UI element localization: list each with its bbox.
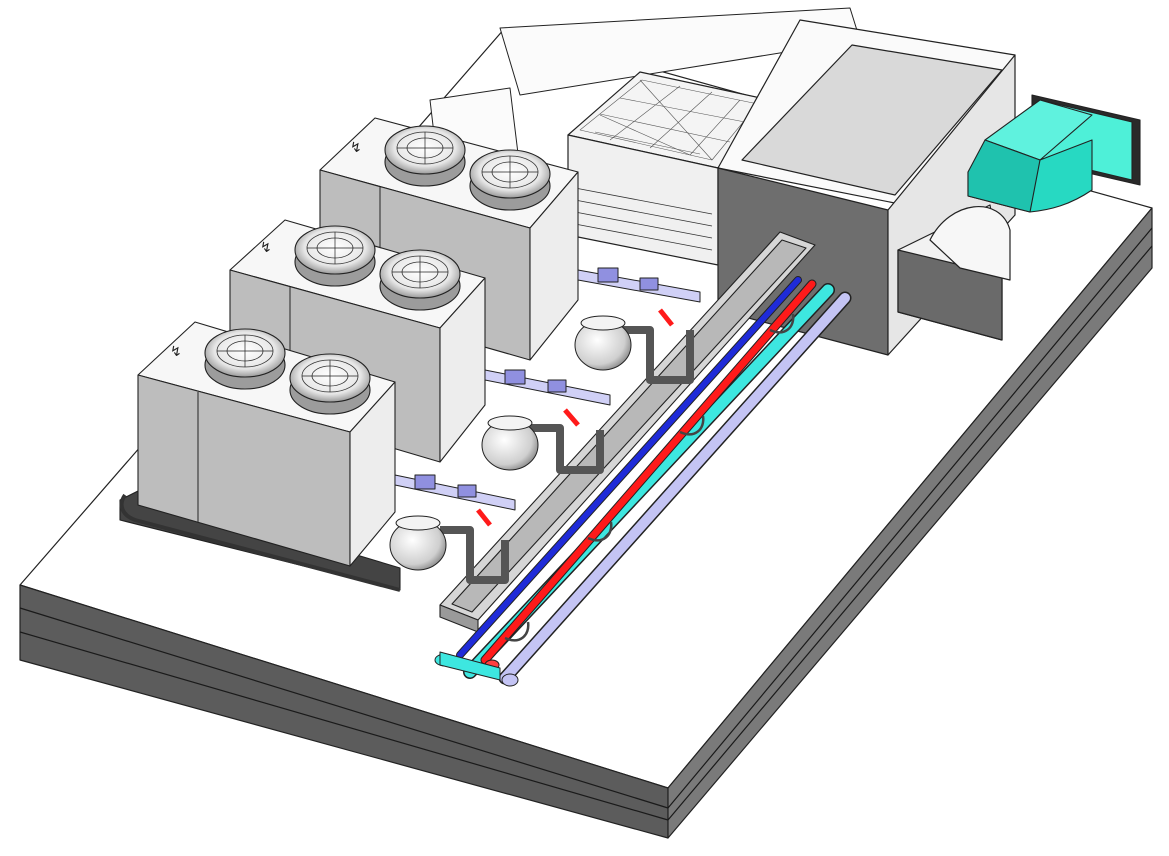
cable-tray-inner	[451, 239, 807, 613]
unit-middle-side	[439, 277, 486, 463]
unit-front-logo: ↯	[170, 344, 182, 360]
unit-middle-fan-1	[294, 225, 376, 287]
ahu-lower-curve	[929, 206, 1011, 281]
unit-back-fan-1	[384, 125, 466, 187]
slab-side-right	[667, 207, 1153, 839]
unit-back-fan-2	[469, 149, 551, 211]
header-pipes	[456, 276, 852, 685]
unit-middle-logo: ↯	[260, 240, 272, 256]
unit-back-side	[529, 171, 579, 361]
chiller-unit-front: ↯	[119, 321, 401, 591]
unit-rail	[119, 493, 401, 592]
slab-edge-line-2	[19, 245, 1153, 821]
branch-piping	[389, 267, 701, 584]
unit-middle-fan-2	[379, 249, 461, 311]
branch-front	[389, 474, 516, 584]
slab-edge-line	[19, 227, 1153, 809]
pipe-rack	[439, 231, 816, 633]
ahu-louvers	[574, 187, 713, 251]
duct-elbow	[967, 139, 1041, 213]
pipe-end-caps	[434, 651, 519, 687]
ahu-intake-mesh	[579, 79, 759, 161]
unit-front-fan-1	[204, 328, 286, 390]
branch-middle	[481, 369, 611, 474]
unit-back-logo: ↯	[350, 140, 362, 156]
unit-front-side	[349, 381, 396, 567]
air-handling-unit	[567, 19, 1016, 356]
unit-front-fan-2	[289, 353, 371, 415]
branch-back	[574, 267, 701, 384]
pipe-clamps	[504, 313, 795, 642]
supply-duct	[967, 94, 1141, 213]
